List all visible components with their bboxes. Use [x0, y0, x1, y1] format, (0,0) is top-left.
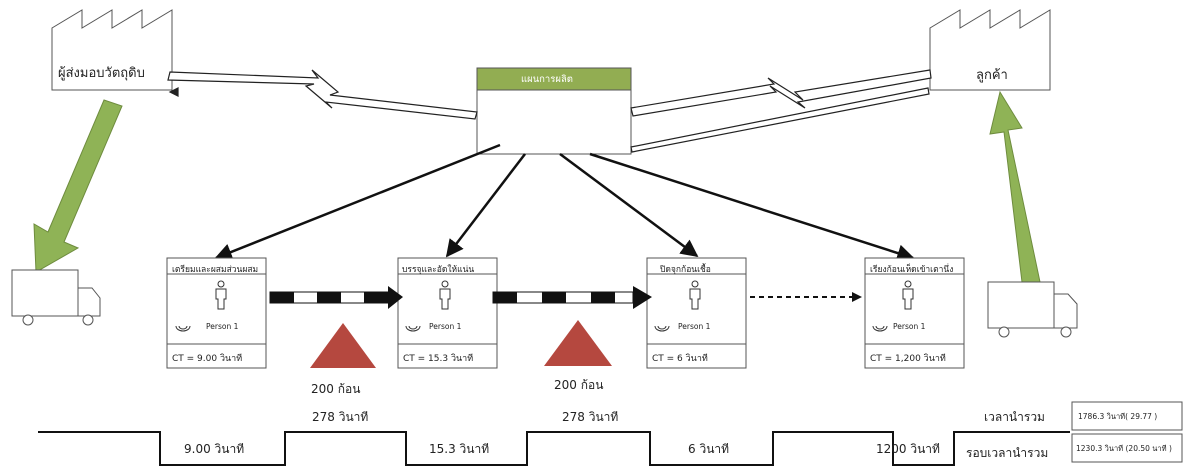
- green-shipment-arrow-supplier: [33, 99, 123, 273]
- totals-table: [1071, 401, 1183, 463]
- supplier-factory-icon: [51, 9, 173, 91]
- process-operator-1: Person 1: [206, 322, 239, 331]
- inventory-triangle-1: [310, 323, 376, 368]
- green-shipment-arrow-customer: [989, 90, 1041, 283]
- timeline-value-1: 9.00 วินาที: [184, 442, 245, 456]
- customer-truck-icon: [987, 281, 1078, 338]
- process-operator-3: Person 1: [678, 322, 711, 331]
- process-ct-4: CT = 1,200 วินาที: [870, 354, 946, 364]
- dashed-arrow-3: [750, 292, 862, 302]
- process-operator-2: Person 1: [429, 322, 462, 331]
- process-title-1: เตรียมและผสมส่วนผสม: [172, 265, 259, 275]
- timeline-value-3: 6 วินาที: [688, 442, 730, 456]
- lead-time-label: เวลานำรวม: [984, 410, 1045, 424]
- process-box-2: [397, 257, 498, 369]
- process-ct-2: CT = 15.3 วินาที: [403, 354, 474, 364]
- production-control-box: [476, 67, 632, 155]
- production-control-label: แผนการผลิต: [521, 74, 573, 85]
- inventory-time-1: 278 วินาที: [312, 410, 369, 424]
- process-title-4: เรียงก้อนเห็ดเข้าเตานึ่ง: [870, 265, 954, 275]
- supplier-truck-icon: [11, 269, 101, 326]
- process-operator-4: Person 1: [893, 322, 926, 331]
- push-arrow-1: [269, 286, 403, 309]
- inventory-time-2: 278 วินาที: [562, 410, 619, 424]
- inventory-triangle-2: [544, 320, 612, 366]
- process-ct-1: CT = 9.00 วินาที: [172, 354, 243, 364]
- electronic-info-arrow-supplier: [167, 69, 478, 120]
- timeline-value-2: 15.3 วินาที: [429, 442, 490, 456]
- electronic-info-arrow-customer: [630, 69, 932, 153]
- lead-time-value: 1786.3 วินาที( 29.77 ): [1078, 412, 1158, 421]
- cycle-total-value: 1230.3 วินาที (20.50 นาที ): [1076, 444, 1172, 453]
- customer-factory-icon: [929, 9, 1051, 91]
- supplier-label: ผู้ส่งมอบวัตถุดิบ: [58, 66, 145, 81]
- operator-icons: [215, 280, 914, 310]
- timeline-value-4: 1200 วินาที: [876, 442, 940, 456]
- process-ct-3: CT = 6 วินาที: [652, 354, 708, 364]
- process-title-3: ปิดจุกก้อนเชื้อ: [660, 265, 711, 275]
- process-box-4: [864, 257, 965, 369]
- process-box-3: [646, 257, 747, 369]
- process-title-2: บรรจุและอัดให้แน่น: [402, 265, 475, 275]
- cycle-total-label: รอบเวลานำรวม: [966, 446, 1049, 460]
- customer-label: ลูกค้า: [976, 68, 1008, 83]
- inventory-qty-1: 200 ก้อน: [311, 382, 361, 396]
- schedule-arrows: [214, 143, 915, 262]
- inventory-qty-2: 200 ก้อน: [554, 378, 604, 392]
- push-arrow-2: [492, 286, 652, 309]
- operator-seat-icons: [175, 325, 888, 332]
- process-box-1: [166, 257, 267, 369]
- timeline-ladder: [38, 431, 1070, 466]
